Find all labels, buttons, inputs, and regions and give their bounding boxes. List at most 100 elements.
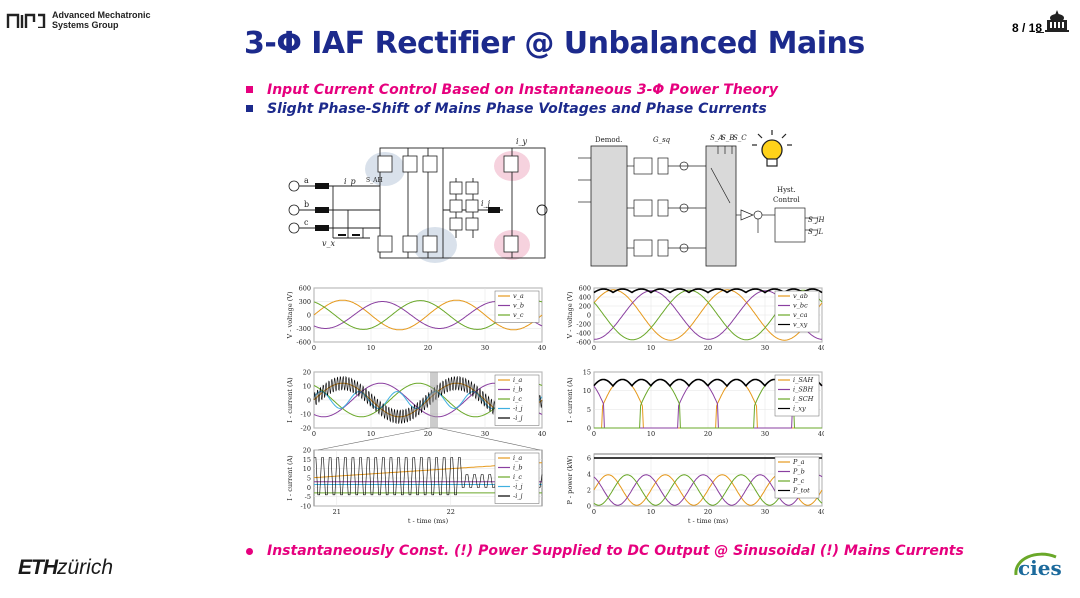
legend-label: i_b (513, 464, 523, 472)
ip-label: i_p (344, 177, 356, 186)
legend-label: i_b (513, 386, 523, 394)
y-axis-label: I - current (A) (566, 377, 574, 423)
power-circuit-schematic: a b c i_p v_x S_AH i_y i_j (288, 137, 548, 263)
sah-label: S_AH (366, 177, 383, 184)
x-tick-label: 22 (447, 508, 455, 516)
x-tick-label: 10 (647, 508, 655, 516)
x-tick-label: 10 (647, 430, 655, 438)
x-tick-label: 0 (312, 430, 316, 438)
x-tick-label: 20 (424, 344, 432, 352)
legend-label: v_bc (793, 302, 808, 310)
y-axis-label: V - voltage (V) (286, 291, 294, 339)
phase-a-label: a (304, 176, 309, 185)
legend-label: i_SBH (793, 386, 814, 394)
y-tick-label: 10 (583, 387, 591, 395)
switch-b-label: S_B (721, 134, 734, 142)
eth-building-icon (1045, 10, 1069, 32)
demod-label: Demod. (595, 136, 622, 144)
iy-label: i_y (516, 137, 528, 146)
ij-label: i_j (481, 199, 491, 208)
y-tick-label: 600 (299, 285, 311, 293)
y-tick-label: -600 (296, 339, 311, 347)
y-tick-label: 20 (303, 447, 311, 455)
group-name-line2: Systems Group (52, 20, 119, 30)
y-tick-label: 20 (303, 369, 311, 377)
x-tick-label: 40 (818, 430, 824, 438)
slide-title: 3-Φ IAF Rectifier @ Unbalanced Mains (244, 26, 865, 61)
vx-label: v_x (322, 239, 336, 248)
y-tick-label: 0 (587, 312, 591, 320)
switch-c-label: S_C (733, 134, 747, 142)
eth-logo-light: zürich (57, 556, 114, 579)
x-axis-label: t - time (ms) (688, 517, 729, 525)
legend-label: v_a (513, 292, 524, 300)
page-number: 8 / 18 (1011, 21, 1042, 35)
legend-label: i_c (513, 395, 522, 403)
y-tick-label: 15 (303, 456, 311, 464)
chart-panel-6: 6420010203040P - power (kW)t - time (ms)… (566, 453, 824, 525)
y-axis-label: V - voltage (V) (566, 291, 574, 339)
legend-label: i_c (513, 473, 522, 481)
y-tick-label: -10 (301, 411, 311, 419)
x-tick-label: 10 (367, 430, 375, 438)
bullet-marker (246, 105, 253, 112)
cies-logo: cies (1014, 552, 1062, 580)
legend-label: v_xy (793, 321, 808, 329)
y-tick-label: 5 (307, 475, 311, 483)
x-tick-label: 0 (592, 344, 596, 352)
y-tick-label: 200 (579, 303, 591, 311)
legend-label: -i_j (513, 405, 523, 413)
y-tick-label: 10 (303, 465, 311, 473)
y-tick-label: -5 (305, 493, 311, 501)
x-tick-label: 0 (312, 344, 316, 352)
x-tick-label: 21 (333, 508, 341, 516)
control-block-diagram: Demod. G_sq S_A S_B S_C Hyst. Control S_… (578, 130, 824, 267)
y-tick-label: 0 (307, 312, 311, 320)
x-tick-label: 20 (704, 430, 712, 438)
x-tick-label: 20 (704, 344, 712, 352)
y-tick-label: -300 (296, 325, 311, 333)
y-tick-label: 15 (583, 369, 591, 377)
y-tick-label: -20 (301, 425, 311, 433)
bullet-marker (246, 547, 253, 555)
x-tick-label: 10 (647, 344, 655, 352)
figure-panel: a b c i_p v_x S_AH i_y i_j (286, 130, 824, 525)
y-tick-label: 10 (303, 383, 311, 391)
legend-box (774, 456, 820, 499)
x-tick-label: 40 (538, 344, 546, 352)
series-line-v_a (313, 299, 543, 331)
bullet-item-1: Input Current Control Based on Instantan… (246, 80, 778, 99)
x-tick-label: 30 (481, 430, 489, 438)
eth-logo-bold: ETH (18, 556, 58, 579)
legend-label: i_a (513, 454, 522, 462)
x-tick-label: 0 (592, 430, 596, 438)
bullet-item-2: Slight Phase-Shift of Mains Phase Voltag… (246, 99, 778, 118)
x-axis-label: t - time (ms) (408, 517, 449, 525)
page-underline (1036, 32, 1044, 33)
zoom-window (430, 372, 438, 428)
x-tick-label: 30 (761, 430, 769, 438)
bottom-bullet: Instantaneously Const. (!) Power Supplie… (246, 543, 964, 559)
x-tick-label: 20 (704, 508, 712, 516)
hyst-label: Hyst. (777, 186, 796, 194)
y-tick-label: -600 (576, 339, 591, 347)
series-line-P_b (593, 474, 823, 506)
legend-box (774, 290, 820, 333)
zoom-guide-line (437, 427, 541, 451)
x-tick-label: 30 (481, 344, 489, 352)
chart-panel-4: 151050010203040I - current (A)i_SAHi_SBH… (566, 369, 824, 439)
eth-zurich-logo: ETHzürich (18, 556, 113, 580)
bullet-text: Input Current Control Based on Instantan… (267, 81, 778, 98)
bottom-bullet-text: Instantaneously Const. (!) Power Supplie… (267, 543, 964, 559)
legend-label: -i_j (513, 414, 523, 422)
y-tick-label: -200 (576, 321, 591, 329)
y-tick-label: 0 (307, 397, 311, 405)
legend-label: i_a (513, 376, 522, 384)
x-tick-label: 30 (761, 508, 769, 516)
y-tick-label: 300 (299, 298, 311, 306)
y-axis-label: I - current (A) (286, 377, 294, 423)
